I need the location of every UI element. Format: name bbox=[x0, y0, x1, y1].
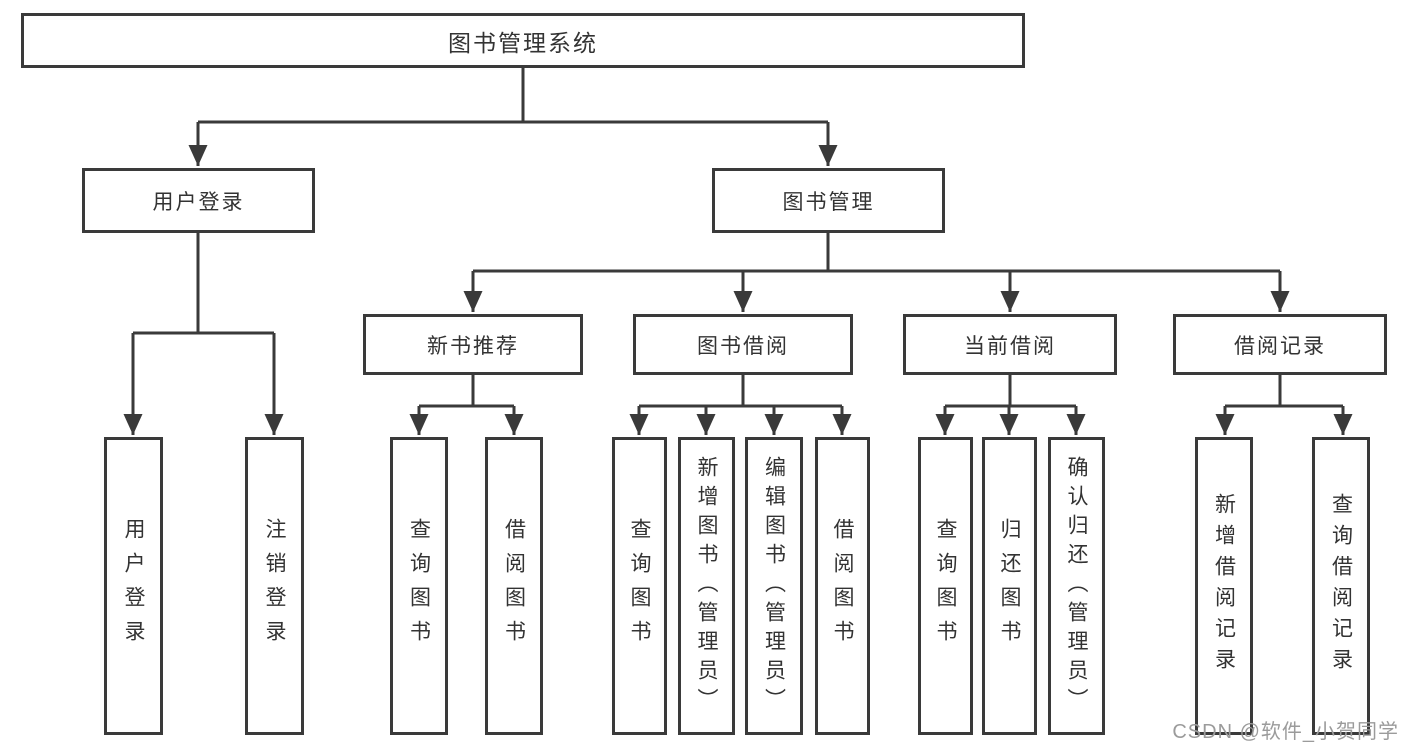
leaf-return-books-label: 归还图书 bbox=[998, 518, 1021, 654]
connector-book-borrow-bar bbox=[639, 375, 842, 408]
leaf-query-books-1-label: 查询图书 bbox=[407, 518, 431, 654]
leaf-confirm-return-admin: 确认归还（管理员） bbox=[1048, 437, 1105, 735]
leaf-edit-books-admin: 编辑图书（管理员） bbox=[745, 437, 803, 735]
connector-current-borrow-bar bbox=[945, 375, 1076, 408]
node-user-login: 用户登录 bbox=[82, 168, 315, 233]
leaf-add-books-admin-label: 新增图书（管理员） bbox=[695, 455, 718, 717]
leaf-query-books-2: 查询图书 bbox=[612, 437, 667, 735]
leaf-user-login-label: 用户登录 bbox=[122, 518, 145, 654]
leaf-add-borrow-record: 新增借阅记录 bbox=[1195, 437, 1253, 735]
node-current-borrow-label: 当前借阅 bbox=[964, 334, 1056, 358]
leaf-query-books-2-label: 查询图书 bbox=[628, 518, 651, 654]
node-new-books: 新书推荐 bbox=[363, 314, 583, 375]
node-user-login-label: 用户登录 bbox=[152, 190, 245, 214]
leaf-add-books-admin: 新增图书（管理员） bbox=[678, 437, 735, 735]
leaf-borrow-books-2: 借阅图书 bbox=[815, 437, 870, 735]
leaf-user-login: 用户登录 bbox=[104, 437, 163, 735]
node-borrow-records-label: 借阅记录 bbox=[1234, 334, 1326, 358]
node-root-label: 图书管理系统 bbox=[448, 29, 598, 56]
node-book-management-label: 图书管理 bbox=[782, 190, 875, 214]
leaf-borrow-books-1: 借阅图书 bbox=[485, 437, 543, 735]
leaf-query-books-3-label: 查询图书 bbox=[934, 518, 957, 654]
leaf-add-borrow-record-label: 新增借阅记录 bbox=[1212, 493, 1236, 679]
leaf-query-books-1: 查询图书 bbox=[390, 437, 448, 735]
leaf-borrow-books-1-label: 借阅图书 bbox=[502, 518, 526, 654]
connector-book-management-bar bbox=[473, 233, 1280, 273]
leaf-confirm-return-admin-label: 确认归还（管理员） bbox=[1065, 455, 1088, 717]
node-book-management: 图书管理 bbox=[712, 168, 945, 233]
connector-user-login-bar bbox=[133, 233, 274, 335]
node-borrow-records: 借阅记录 bbox=[1173, 314, 1387, 375]
leaf-query-borrow-record: 查询借阅记录 bbox=[1312, 437, 1370, 735]
node-current-borrow: 当前借阅 bbox=[903, 314, 1117, 375]
connector-root-bar bbox=[198, 68, 828, 124]
leaf-edit-books-admin-label: 编辑图书（管理员） bbox=[762, 455, 786, 717]
node-book-borrow: 图书借阅 bbox=[633, 314, 853, 375]
node-root: 图书管理系统 bbox=[21, 13, 1025, 68]
connector-borrow-records-bar bbox=[1225, 375, 1343, 408]
leaf-return-books: 归还图书 bbox=[982, 437, 1037, 735]
leaf-query-borrow-record-label: 查询借阅记录 bbox=[1329, 493, 1353, 679]
node-book-borrow-label: 图书借阅 bbox=[697, 334, 789, 358]
leaf-logout-label: 注销登录 bbox=[263, 518, 286, 654]
leaf-logout: 注销登录 bbox=[245, 437, 304, 735]
node-new-books-label: 新书推荐 bbox=[427, 334, 519, 358]
watermark: CSDN @软件_小贺同学 bbox=[1172, 721, 1399, 743]
leaf-borrow-books-2-label: 借阅图书 bbox=[831, 518, 854, 654]
connector-new-books-bar bbox=[419, 375, 514, 408]
leaf-query-books-3: 查询图书 bbox=[918, 437, 973, 735]
